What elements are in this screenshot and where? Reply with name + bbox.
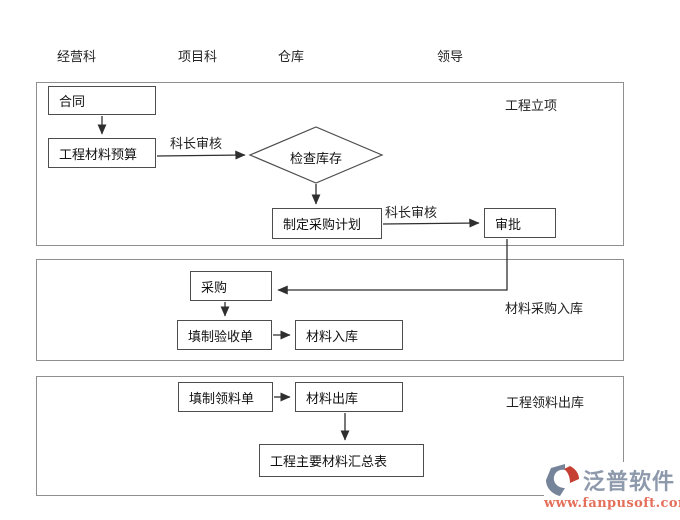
section-label-procurement-inbound: 材料采购入库 bbox=[505, 302, 584, 317]
node-check-inventory: 检查库存 bbox=[289, 152, 342, 167]
node-purchase: 采购 bbox=[190, 271, 272, 301]
fanpu-logo: 泛普软件 www.fanpusoft.com bbox=[544, 462, 680, 514]
fanpu-brand-text: 泛普软件 bbox=[583, 470, 676, 495]
node-purchase-plan: 制定采购计划 bbox=[272, 208, 382, 239]
lane-header-project-dept: 项目科 bbox=[178, 50, 218, 65]
node-material-outbound: 材料出库 bbox=[295, 382, 403, 412]
node-material-inbound: 材料入库 bbox=[295, 320, 403, 350]
fanpu-website-link[interactable]: www.fanpusoft.com bbox=[544, 496, 680, 511]
section-label-project-initiation: 工程立项 bbox=[505, 99, 558, 114]
edge-label-chief-review-plan: 科长审核 bbox=[385, 206, 438, 221]
node-acceptance-form: 填制验收单 bbox=[177, 320, 272, 350]
node-approval: 审批 bbox=[484, 208, 556, 238]
section-label-requisition-outbound: 工程领料出库 bbox=[506, 396, 585, 411]
decision-diamond-shape bbox=[248, 126, 384, 184]
fanpu-logo-icon bbox=[546, 464, 579, 496]
node-requisition-form: 填制领料单 bbox=[178, 382, 273, 412]
lane-header-warehouse: 仓库 bbox=[278, 50, 305, 65]
lane-header-leadership: 领导 bbox=[437, 50, 464, 65]
lane-header-business-dept: 经营科 bbox=[57, 50, 97, 65]
edge-label-chief-review-budget: 科长审核 bbox=[170, 137, 223, 152]
node-contract: 合同 bbox=[48, 86, 156, 115]
node-material-budget: 工程材料预算 bbox=[48, 138, 156, 168]
node-material-summary: 工程主要材料汇总表 bbox=[259, 444, 424, 477]
